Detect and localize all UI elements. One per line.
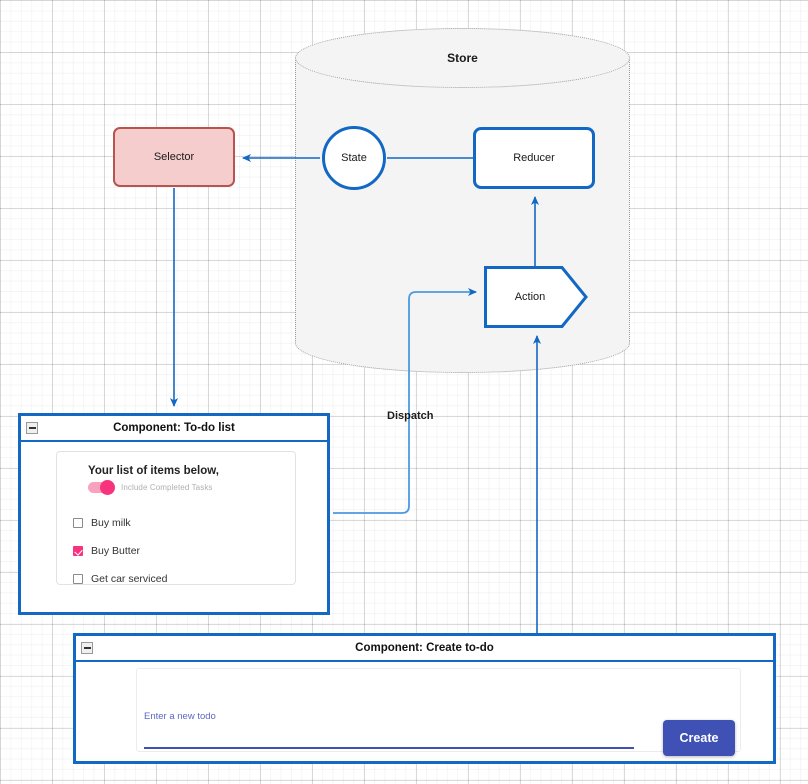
list-item-label: Get car serviced	[91, 573, 168, 585]
new-todo-field-label: Enter a new todo	[144, 711, 216, 722]
create-todo-card	[136, 668, 741, 752]
new-todo-input[interactable]	[144, 747, 634, 749]
component-create-todo: Component: Create to-do Enter a new todo…	[73, 633, 776, 764]
component-create-todo-title: Component: Create to-do	[355, 642, 494, 654]
node-action-label: Action	[514, 291, 546, 303]
include-completed-tasks-toggle[interactable]	[88, 480, 115, 495]
node-selector[interactable]: Selector	[113, 127, 235, 187]
component-todo-list-title: Component: To-do list	[113, 422, 235, 434]
todo-list-heading: Your list of items below,	[88, 465, 219, 477]
todo-item-list: Buy milk Buy Butter Get car serviced	[73, 509, 279, 593]
node-reducer[interactable]: Reducer	[473, 127, 595, 189]
toggle-knob	[100, 480, 115, 495]
node-action[interactable]: Action	[484, 266, 588, 328]
include-completed-tasks-row[interactable]: Include Completed Tasks	[88, 480, 279, 495]
node-reducer-label: Reducer	[513, 152, 555, 164]
minus-box-icon[interactable]	[81, 642, 93, 654]
component-todo-list-header: Component: To-do list	[21, 416, 327, 442]
list-item[interactable]: Get car serviced	[73, 565, 279, 593]
include-completed-tasks-label: Include Completed Tasks	[121, 483, 213, 492]
checkbox-icon[interactable]	[73, 574, 83, 584]
component-todo-list: Component: To-do list Your list of items…	[18, 413, 330, 615]
store-label: Store	[447, 51, 478, 65]
checkbox-icon[interactable]	[73, 518, 83, 528]
store-cylinder-top-ellipse	[295, 28, 630, 88]
node-state[interactable]: State	[322, 126, 386, 190]
list-item-label: Buy Butter	[91, 545, 141, 557]
component-create-todo-header: Component: Create to-do	[76, 636, 773, 662]
checkbox-checked-icon[interactable]	[73, 546, 83, 556]
todo-list-card: Your list of items below, Include Comple…	[56, 451, 296, 585]
create-todo-body: Enter a new todo Create	[76, 662, 773, 761]
minus-box-icon[interactable]	[26, 422, 38, 434]
action-pentagon-shape	[484, 266, 588, 328]
node-selector-label: Selector	[153, 151, 195, 163]
list-item[interactable]: Buy milk	[73, 509, 279, 537]
list-item[interactable]: Buy Butter	[73, 537, 279, 565]
list-item-label: Buy milk	[91, 517, 131, 529]
node-state-label: State	[341, 152, 367, 164]
create-button[interactable]: Create	[663, 720, 735, 756]
edge-label-dispatch: Dispatch	[387, 410, 434, 422]
